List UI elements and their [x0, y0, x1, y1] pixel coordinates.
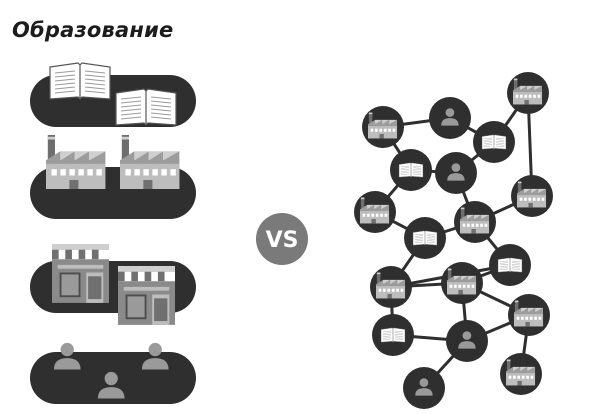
page-title: Образование [12, 18, 174, 42]
open-book-icon [497, 257, 523, 273]
network-node [404, 217, 446, 259]
node-circle [403, 367, 445, 409]
network-nodes [354, 72, 553, 409]
factory-icon [46, 135, 106, 189]
network-node [441, 262, 483, 304]
shops-row [30, 244, 196, 325]
network-node [500, 353, 542, 395]
vs-circle [256, 213, 308, 265]
network-node [403, 367, 445, 409]
network-node [473, 121, 515, 163]
open-book-icon [398, 162, 424, 178]
open-book-icon [481, 134, 507, 150]
network-node [489, 244, 531, 286]
network-node [435, 152, 477, 194]
vs-label: VS [266, 228, 299, 253]
shop-icon [52, 244, 109, 303]
network-node [372, 314, 414, 356]
network-node [429, 97, 471, 139]
open-book-icon [412, 230, 438, 246]
network-node [354, 191, 396, 233]
network-node [507, 72, 549, 114]
books-row [30, 62, 196, 127]
network-node [508, 294, 550, 336]
network-node [390, 149, 432, 191]
factories-row [30, 135, 196, 219]
node-circle [435, 152, 477, 194]
open-book-icon [380, 327, 406, 343]
shop-icon [118, 266, 175, 325]
people-row [30, 342, 196, 404]
factory-icon [120, 135, 180, 189]
network-node [362, 106, 404, 148]
open-book-icon [49, 62, 111, 100]
open-book-icon [115, 88, 177, 126]
network-node [446, 320, 488, 362]
network-node [454, 201, 496, 243]
left-rows [30, 62, 196, 404]
node-circle [446, 320, 488, 362]
network-node [511, 175, 553, 217]
network-node [370, 266, 412, 308]
vs-badge: VS [256, 213, 308, 265]
node-circle [429, 97, 471, 139]
